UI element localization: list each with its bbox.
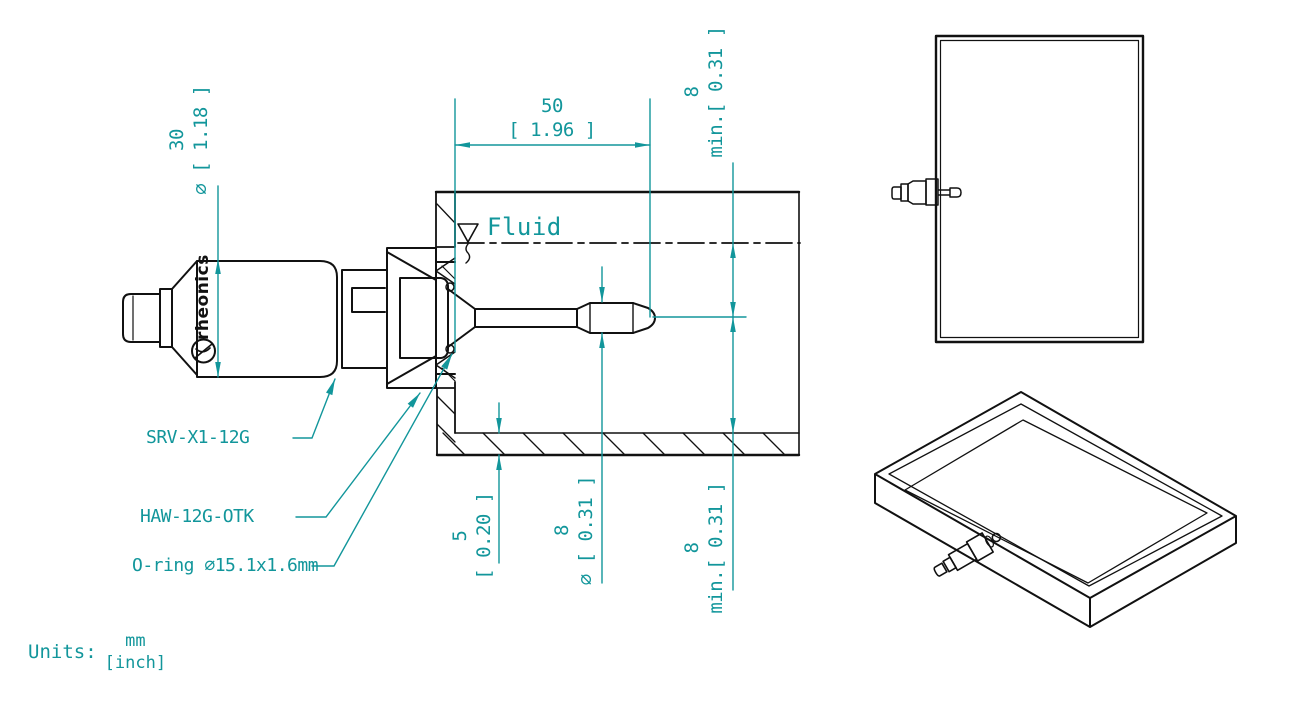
- dimension-value-inch: ⌀ [ 1.18 ]: [190, 85, 212, 195]
- fluid-label: Fluid: [487, 213, 562, 241]
- fluid-level-icon: [457, 223, 479, 243]
- dimension-value-inch: ⌀ [ 0.31 ]: [575, 475, 597, 586]
- dimension-value-inch: [ 1.96 ]: [508, 119, 596, 141]
- sensor-body: [171, 260, 388, 378]
- dimension-value: 5: [449, 530, 471, 542]
- dimension-probe-tip-diameter: 8 ⌀ [ 0.31 ]: [550, 473, 598, 588]
- floor-hatching: [442, 432, 786, 456]
- units-mm: mm: [125, 631, 146, 651]
- dimension-value-inch: min.[ 0.31 ]: [705, 482, 727, 614]
- leader-sensor: [292, 378, 336, 439]
- probe: [447, 288, 656, 348]
- sensor-connector: [122, 288, 173, 348]
- label-weld-adapter: HAW-12G-OTK: [140, 506, 254, 527]
- section-view: [122, 190, 801, 457]
- tray-sensor: [933, 532, 1002, 577]
- dimension-insertion-length: 50 [ 1.96 ]: [492, 94, 612, 142]
- panel-sensor: [891, 178, 962, 206]
- dimension-body-diameter: 30 ⌀ [ 1.18 ]: [165, 85, 213, 194]
- weld-adapter: [386, 247, 456, 389]
- dimension-lines: [217, 98, 747, 591]
- dimension-min-fluid-above: 8 min.[ 0.31 ]: [680, 21, 728, 163]
- fluid-level: [457, 223, 801, 264]
- units-note: Units: mm [inch]: [28, 630, 166, 674]
- brand-text: rheonics: [193, 254, 213, 340]
- dimension-value-inch: min.[ 0.31 ]: [705, 26, 727, 158]
- dimension-arrowheads: [215, 142, 736, 470]
- label-oring: O-ring ⌀15.1x1.6mm: [132, 555, 319, 576]
- dimension-value: 50: [541, 95, 563, 117]
- rheonics-logo-icon: [191, 338, 216, 364]
- tank-wall-section: [434, 190, 801, 457]
- dimension-value: 8: [681, 86, 703, 98]
- dimension-value: 8: [681, 542, 703, 554]
- leader-weld-adapter: [295, 392, 421, 518]
- units-inch: [inch]: [104, 653, 167, 673]
- dimension-value-inch: [ 0.20 ]: [473, 492, 495, 580]
- dimension-wall-thickness: 5 [ 0.20 ]: [448, 486, 496, 586]
- label-sensor-model: SRV-X1-12G: [146, 427, 250, 448]
- tray-mount-view: [874, 391, 1237, 628]
- leader-oring: [311, 353, 453, 567]
- units-label: Units:: [28, 641, 97, 663]
- dimension-value: 8: [551, 525, 573, 536]
- panel-mount-view: [891, 34, 1145, 344]
- dimension-value: 30: [166, 129, 188, 151]
- dimension-min-clearance-below: 8 min.[ 0.31 ]: [680, 482, 728, 614]
